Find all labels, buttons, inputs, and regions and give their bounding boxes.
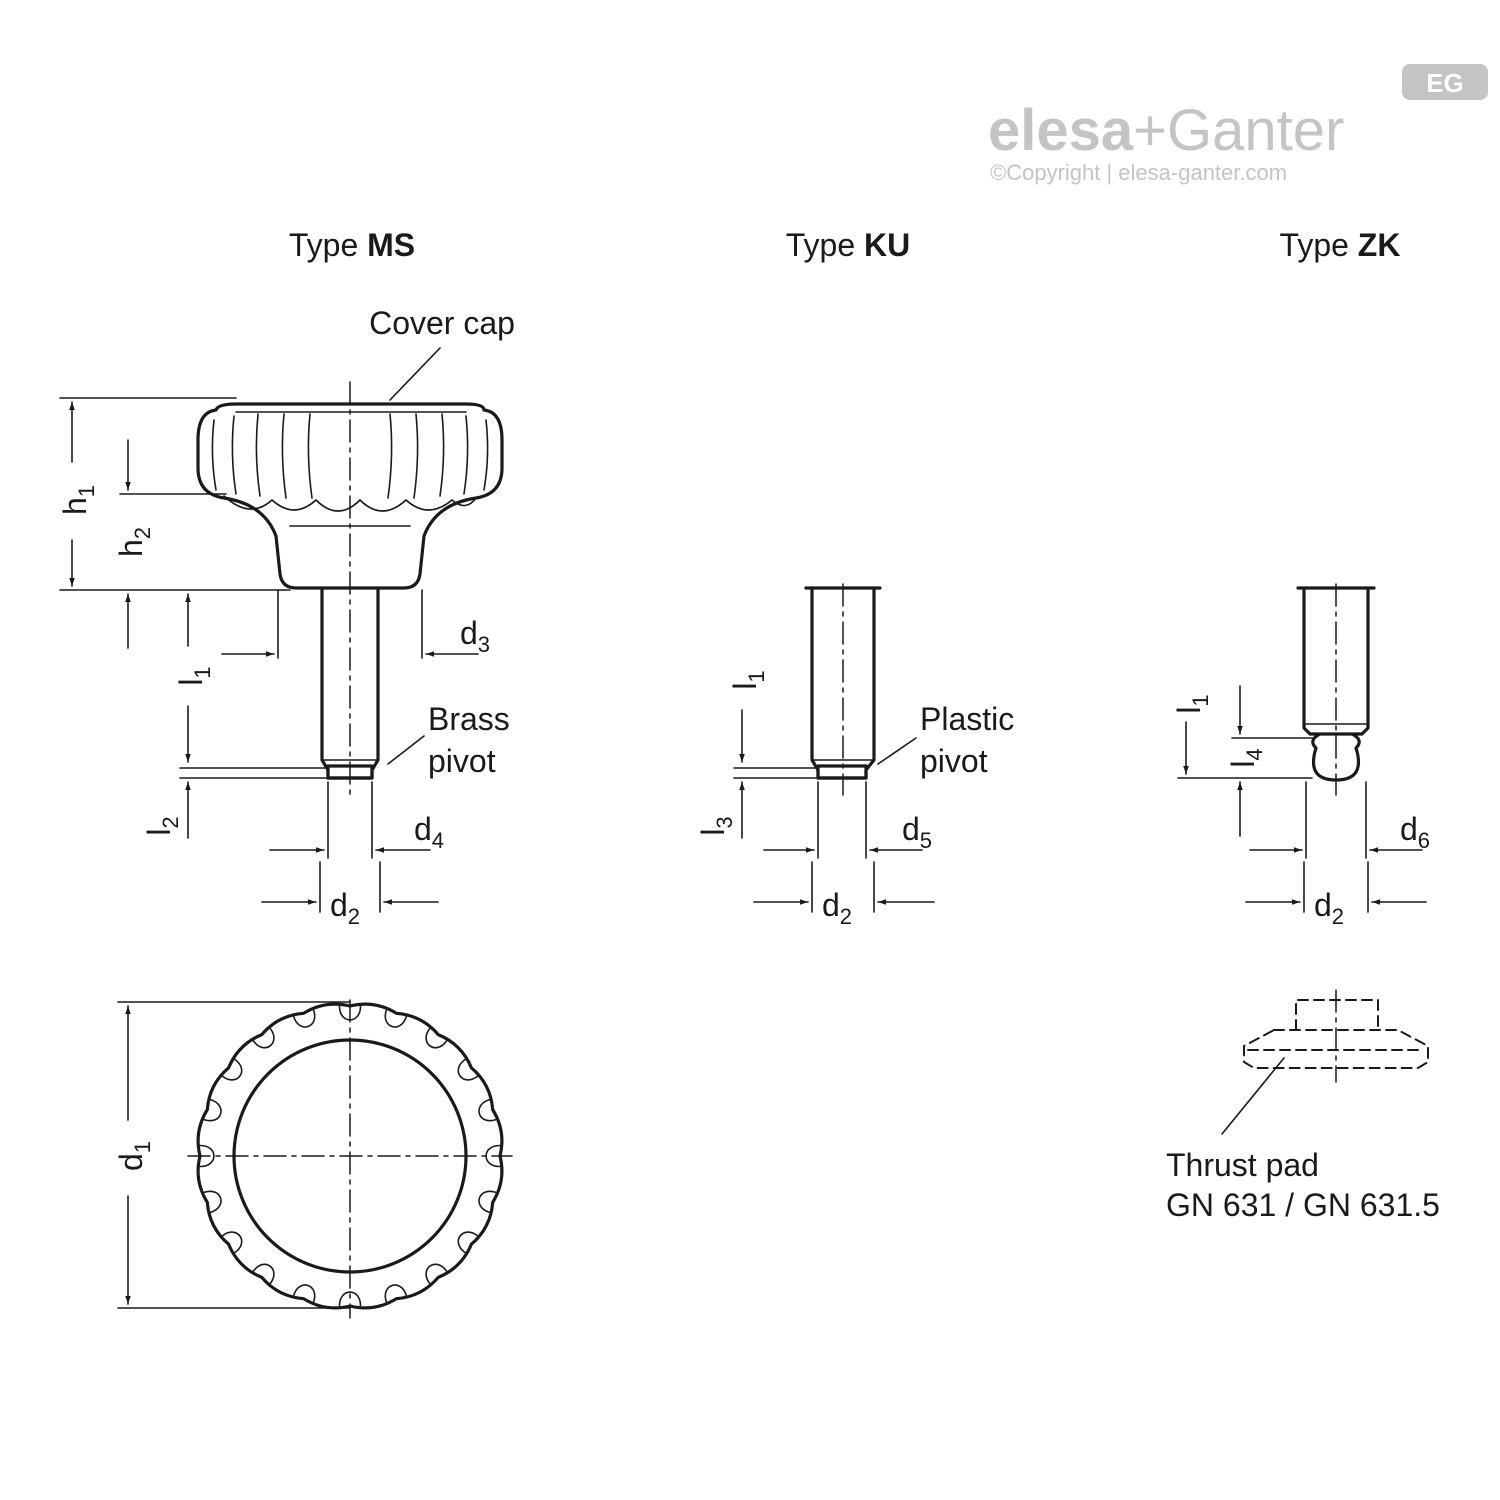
- dim-l2-label: l2: [141, 816, 183, 835]
- dim-d1-label: d1: [113, 1141, 155, 1171]
- dim-d2-zk-label: d2: [1314, 887, 1344, 929]
- knurl-flute: [425, 1263, 448, 1284]
- knurl-flute: [252, 1028, 275, 1049]
- eg-badge-icon: EG: [1402, 64, 1488, 100]
- knurl-flute: [222, 1231, 243, 1254]
- zk-shaft: [1302, 586, 1370, 736]
- logo-brand-plus: +: [1133, 98, 1167, 163]
- knurl-flute: [252, 1263, 275, 1284]
- ms-knob-head: [196, 402, 504, 590]
- plastic-pivot-label-2: pivot: [920, 743, 988, 779]
- logo-badge-text: EG: [1426, 68, 1464, 98]
- brass-pivot-label-2: pivot: [428, 743, 496, 779]
- knurl-flute: [457, 1231, 478, 1254]
- plastic-pivot-label-1: Plastic: [920, 701, 1014, 737]
- type-ku-title: Type KU: [786, 227, 910, 263]
- knurl-flute: [338, 1291, 362, 1307]
- knurl-flute: [203, 1099, 222, 1122]
- dim-d3-label: d3: [460, 615, 490, 657]
- dim-l1-zk-label: l1: [1171, 694, 1213, 713]
- type-zk-side-view: [1177, 583, 1427, 913]
- knurl-flute: [478, 1099, 497, 1122]
- dim-d5-label: d5: [902, 811, 932, 853]
- cover-cap-label: Cover cap: [369, 305, 515, 341]
- dim-l3-label: l3: [695, 816, 737, 835]
- logo-brand-right: Ganter: [1167, 98, 1344, 163]
- type-ms-title: Type MS: [289, 227, 415, 263]
- dim-l1-ms-label: l1: [173, 666, 215, 685]
- dim-d4-label: d4: [414, 811, 444, 853]
- dim-d6-label: d6: [1400, 811, 1430, 853]
- elesa-ganter-logo: EG elesa+Ganter ©Copyright | elesa-gante…: [988, 64, 1488, 185]
- type-zk-title: Type ZK: [1280, 227, 1401, 263]
- dim-d2-ku-label: d2: [822, 887, 852, 929]
- logo-brand-text: elesa+Ganter: [988, 98, 1344, 163]
- thrust-pad-drawing: [1221, 989, 1429, 1135]
- knurl-flute: [384, 1009, 407, 1028]
- type-ms-top-view: [117, 999, 513, 1319]
- ku-plastic-pivot: [816, 764, 868, 780]
- dim-l4-label: l4: [1225, 748, 1267, 767]
- type-ku-side-view: [733, 583, 935, 913]
- dim-h1-label: h1: [57, 485, 99, 515]
- knurl-flute: [203, 1190, 222, 1213]
- thrust-pad-label-2: GN 631 / GN 631.5: [1166, 1187, 1440, 1223]
- knurl-flute: [457, 1058, 478, 1081]
- knurl-flute: [478, 1190, 497, 1213]
- brass-pivot-label-1: Brass: [428, 701, 510, 737]
- dim-h2-label: h2: [113, 527, 155, 557]
- knurl-flute: [425, 1028, 448, 1049]
- type-ms-side-view: [59, 347, 504, 913]
- knurl-flute: [384, 1284, 407, 1303]
- ms-knurl-ribs: [211, 413, 489, 499]
- dim-l1-ku-label: l1: [727, 670, 769, 689]
- knurl-flute: [293, 1009, 316, 1028]
- knurl-flute: [293, 1284, 316, 1303]
- logo-copyright: ©Copyright | elesa-ganter.com: [990, 160, 1287, 185]
- dim-d2-ms-label: d2: [330, 887, 360, 929]
- thrust-pad-label-1: Thrust pad: [1166, 1147, 1319, 1183]
- knurl-flute: [222, 1058, 243, 1081]
- knurl-flute: [199, 1144, 215, 1168]
- logo-brand-left: elesa: [988, 98, 1134, 163]
